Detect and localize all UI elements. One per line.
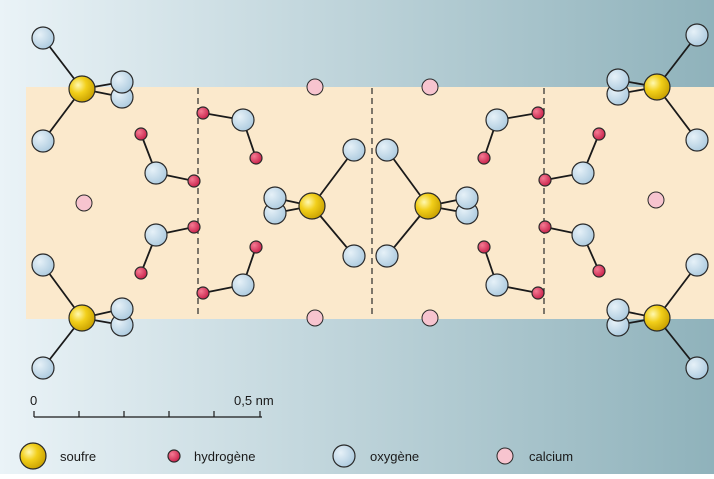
- oxygen-atom: [375, 244, 399, 268]
- calcium-atom: [306, 309, 324, 327]
- oxygen-atom: [231, 273, 255, 297]
- legend-item-oxygen: oxygène: [332, 444, 419, 468]
- oxygen-atom: [31, 26, 55, 50]
- oxygen-atom: [110, 297, 134, 321]
- legend-calcium-swatch: [496, 447, 514, 465]
- hydrogen-atom: [249, 240, 263, 254]
- hydrogen-atom: [531, 106, 545, 120]
- legend-sulfur-swatch: [19, 442, 47, 470]
- oxygen-atom: [263, 186, 287, 210]
- oxygen-atom: [455, 186, 479, 210]
- oxygen-atom: [231, 108, 255, 132]
- legend: soufre hydrogène oxygène calcium: [19, 442, 573, 470]
- legend-label-hydrogen: hydrogène: [194, 449, 255, 464]
- sulfur-atom: [643, 304, 671, 332]
- hydrogen-atom: [187, 220, 201, 234]
- legend-oxygen-swatch: [332, 444, 356, 468]
- calcium-atom: [306, 78, 324, 96]
- hydrogen-atom: [531, 286, 545, 300]
- legend-hydrogen-swatch: [167, 449, 181, 463]
- oxygen-atom: [31, 129, 55, 153]
- oxygen-atom: [342, 244, 366, 268]
- scale-bar-start-label: 0: [30, 393, 37, 408]
- sulfur-atom: [68, 75, 96, 103]
- hydrogen-atom: [477, 240, 491, 254]
- hydrogen-atom: [538, 173, 552, 187]
- sulfur-atom: [298, 192, 326, 220]
- hydrogen-atom: [187, 174, 201, 188]
- oxygen-atom: [144, 161, 168, 185]
- calcium-atom: [647, 191, 665, 209]
- oxygen-atom: [571, 161, 595, 185]
- legend-item-sulfur: soufre: [19, 442, 96, 470]
- hydrogen-atom: [196, 106, 210, 120]
- oxygen-atom: [685, 356, 709, 380]
- layer-band: [26, 87, 714, 319]
- oxygen-atom: [685, 23, 709, 47]
- calcium-atom: [421, 78, 439, 96]
- oxygen-atom: [144, 223, 168, 247]
- sulfur-atom: [643, 73, 671, 101]
- hydrogen-atom: [249, 151, 263, 165]
- legend-label-sulfur: soufre: [60, 449, 96, 464]
- oxygen-atom: [31, 356, 55, 380]
- oxygen-atom: [31, 253, 55, 277]
- scale-bar: 0 0,5 nm: [30, 393, 274, 418]
- scale-bar-end-label: 0,5 nm: [234, 393, 274, 408]
- oxygen-atom: [606, 68, 630, 92]
- calcium-atom: [421, 309, 439, 327]
- sulfur-atom: [414, 192, 442, 220]
- oxygen-atom: [110, 70, 134, 94]
- legend-item-calcium: calcium: [496, 447, 573, 465]
- calcium-atom: [75, 194, 93, 212]
- hydrogen-atom: [538, 220, 552, 234]
- hydrogen-atom: [134, 266, 148, 280]
- legend-label-calcium: calcium: [529, 449, 573, 464]
- atoms: [31, 23, 709, 380]
- oxygen-atom: [342, 138, 366, 162]
- oxygen-atom: [685, 253, 709, 277]
- oxygen-atom: [485, 273, 509, 297]
- oxygen-atom: [375, 138, 399, 162]
- hydrogen-atom: [477, 151, 491, 165]
- sulfur-atom: [68, 304, 96, 332]
- hydrogen-atom: [592, 127, 606, 141]
- legend-label-oxygen: oxygène: [370, 449, 419, 464]
- oxygen-atom: [685, 128, 709, 152]
- scale-bar-ticks: [33, 411, 261, 417]
- hydrogen-atom: [592, 264, 606, 278]
- oxygen-atom: [571, 223, 595, 247]
- legend-item-hydrogen: hydrogène: [167, 449, 255, 464]
- oxygen-atom: [606, 298, 630, 322]
- hydrogen-atom: [196, 286, 210, 300]
- oxygen-atom: [485, 108, 509, 132]
- layer-dividers: [197, 88, 545, 318]
- hydrogen-atom: [134, 127, 148, 141]
